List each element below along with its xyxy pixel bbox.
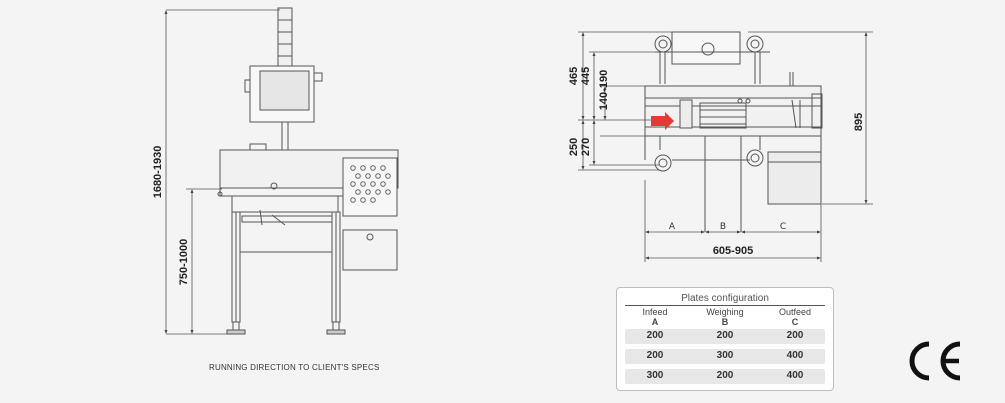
cell-weighing: 200 — [716, 330, 734, 341]
ce-mark-logo — [909, 341, 961, 381]
running-direction-caption: RUNNING DIRECTION TO CLIENT'S SPECS — [209, 363, 380, 372]
cell-weighing: 200 — [716, 370, 734, 381]
direction-arrow — [651, 112, 674, 130]
front-view — [217, 7, 399, 335]
cell-outfeed: 400 — [786, 370, 804, 381]
dim-width-total: 605-905 — [713, 245, 753, 257]
top-dimension-lines — [578, 31, 873, 262]
dim-465: 465 — [568, 67, 580, 85]
front-dimension-lines — [164, 9, 280, 335]
table-row: 200 300 400 — [625, 349, 825, 364]
dim-250: 250 — [568, 138, 580, 156]
dim-895: 895 — [853, 113, 865, 131]
table-row: 200 200 200 — [625, 329, 825, 344]
top-view — [644, 31, 823, 232]
cell-outfeed: 400 — [786, 350, 804, 361]
dim-height-total: 1680-1930 — [152, 146, 164, 199]
tower-lamp — [701, 42, 715, 56]
dim-140-190: 140-190 — [598, 70, 610, 110]
plates-title-divider — [625, 305, 825, 306]
dim-270: 270 — [580, 138, 592, 156]
plates-title: Plates configuration — [681, 293, 769, 304]
cell-outfeed: 200 — [786, 330, 804, 341]
cell-infeed: 300 — [646, 370, 664, 381]
table-row: 300 200 400 — [625, 369, 825, 384]
cell-weighing: 300 — [716, 350, 734, 361]
electrical-cabinet — [342, 157, 398, 217]
dim-height-table: 750-1000 — [178, 239, 190, 286]
dim-445: 445 — [580, 67, 592, 85]
signal-tower — [277, 7, 293, 67]
cell-infeed: 200 — [646, 330, 664, 341]
dim-seg-c: C — [780, 222, 786, 232]
dim-seg-b: B — [720, 222, 726, 232]
cell-infeed: 200 — [646, 350, 664, 361]
cabinet-vent-holes — [350, 165, 391, 203]
dim-seg-a: A — [669, 222, 676, 232]
